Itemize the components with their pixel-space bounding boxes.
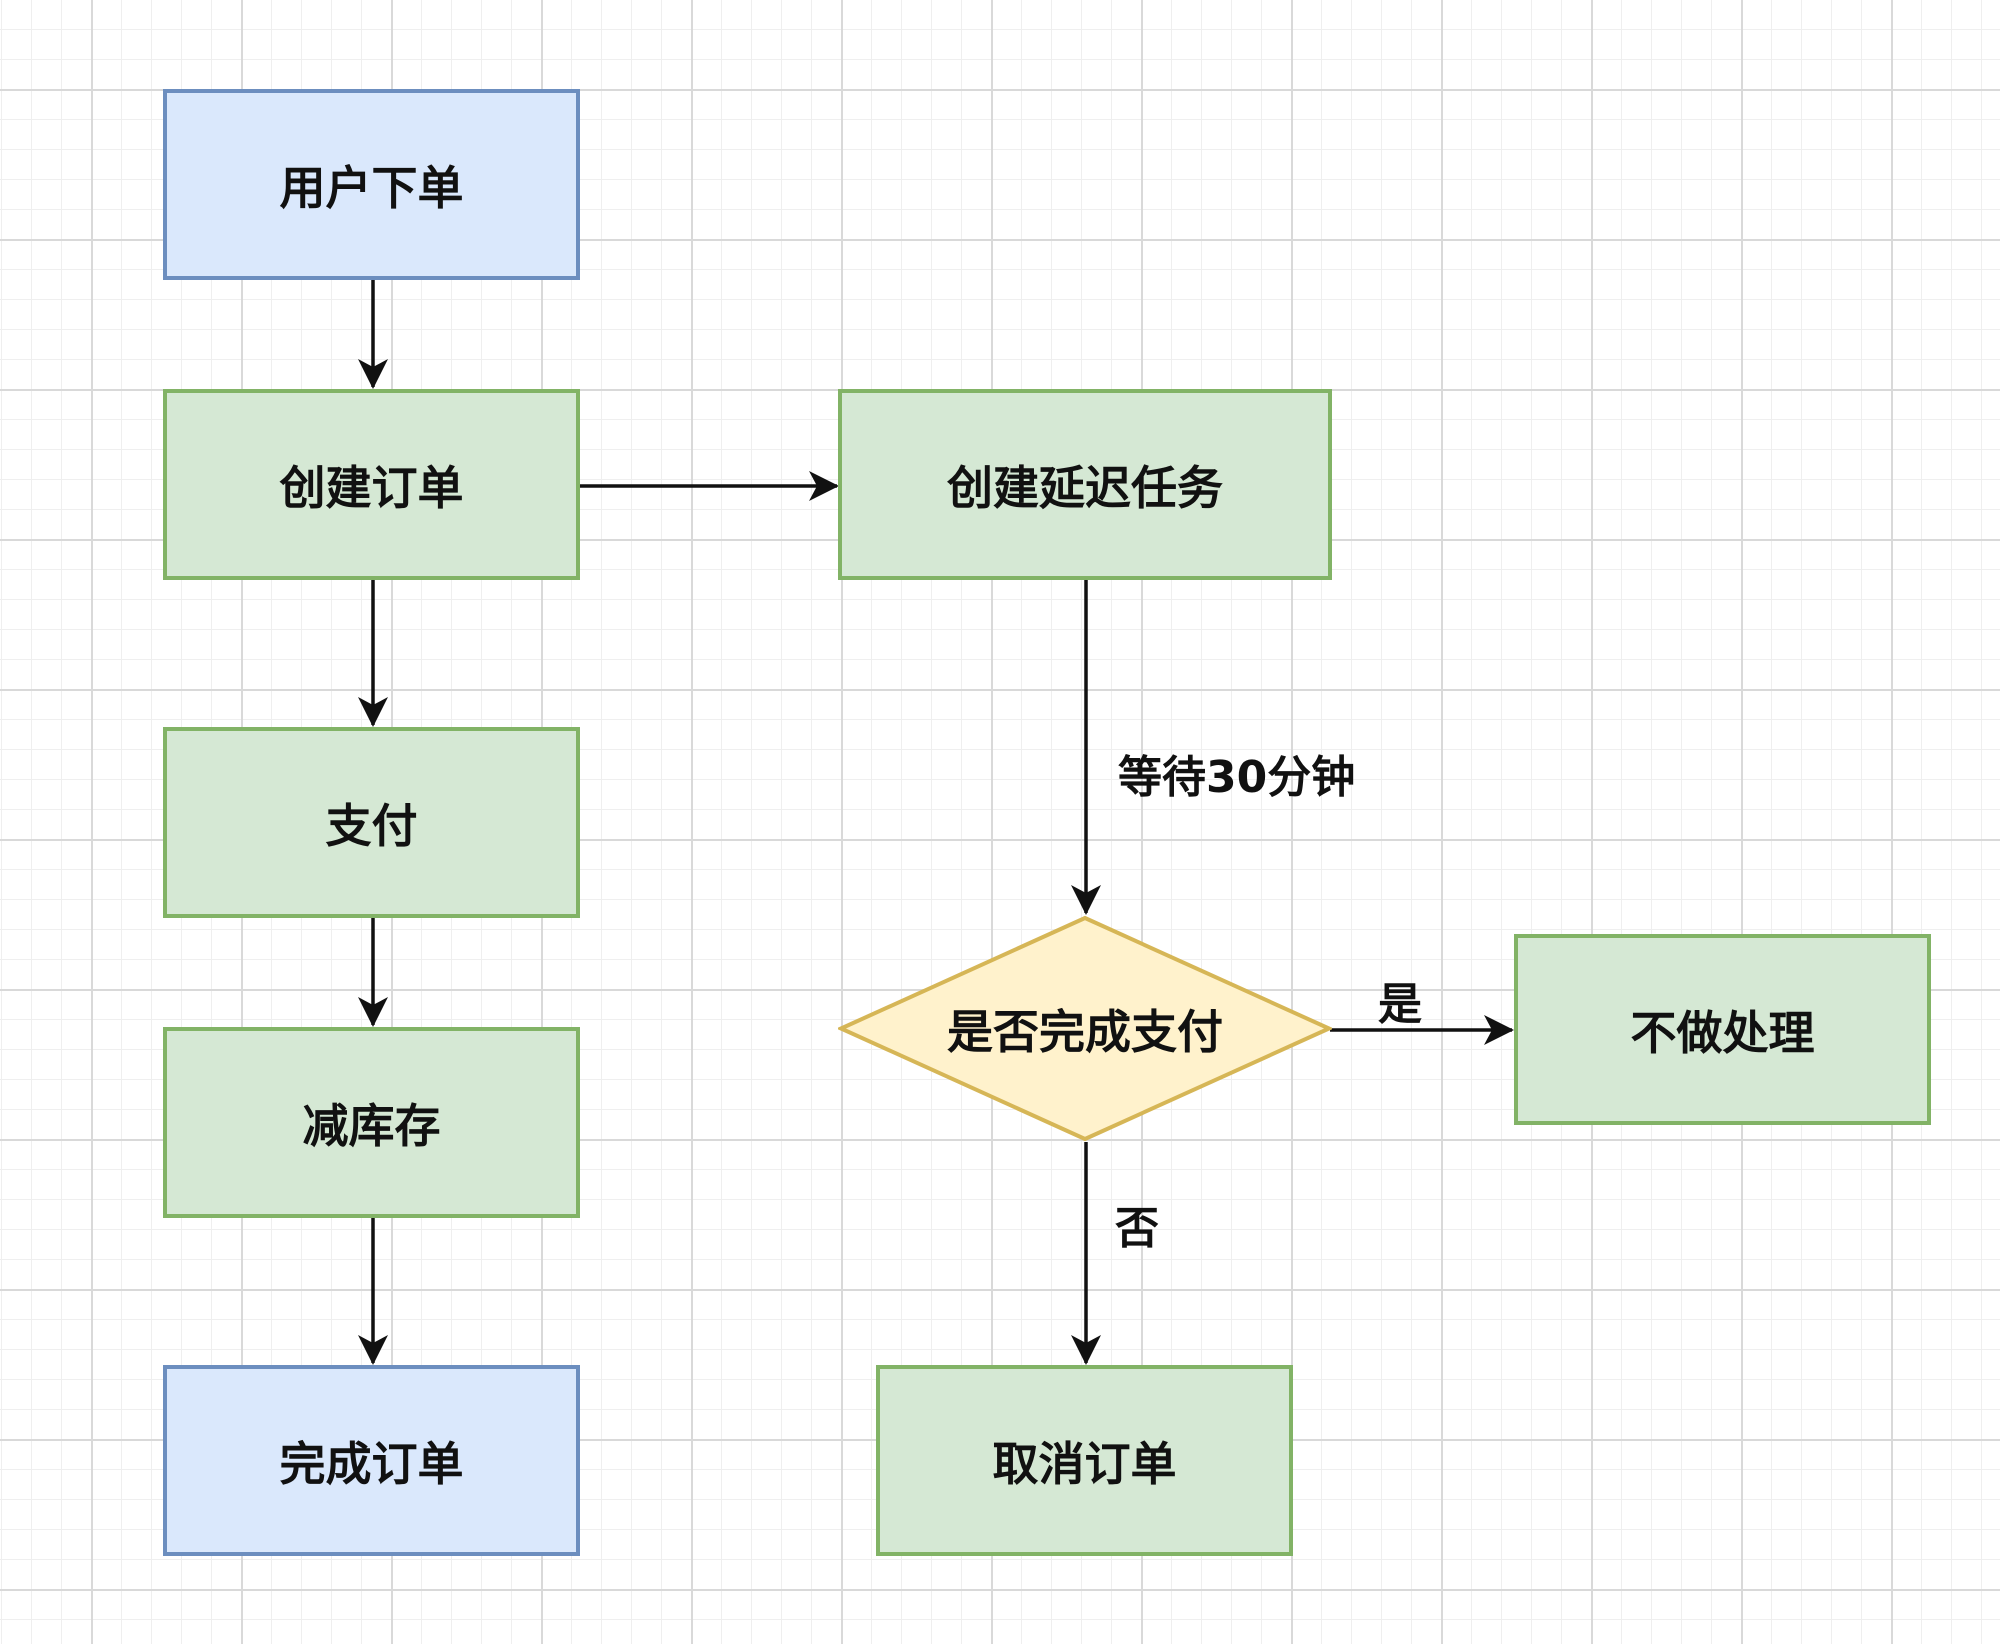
node-cancel-order-label: 取消订单: [992, 1436, 1177, 1491]
edge-label-wait-30-min: 等待30分钟: [1118, 752, 1356, 803]
node-pay[interactable]: 支付: [163, 727, 580, 918]
node-complete-order-label: 完成订单: [279, 1436, 464, 1491]
node-reduce-stock[interactable]: 减库存: [163, 1027, 580, 1218]
edge-label-yes: 是: [1378, 979, 1422, 1030]
node-reduce-stock-label: 减库存: [302, 1098, 441, 1153]
node-pay-label: 支付: [325, 798, 418, 853]
node-no-action[interactable]: 不做处理: [1514, 934, 1931, 1125]
node-user-order-label: 用户下单: [279, 160, 464, 215]
edge-label-no: 否: [1115, 1203, 1159, 1254]
node-create-delay-task[interactable]: 创建延迟任务: [838, 389, 1332, 580]
node-complete-order[interactable]: 完成订单: [163, 1365, 580, 1556]
decision-diamond-shape: [836, 915, 1334, 1142]
node-create-delay-task-label: 创建延迟任务: [947, 460, 1223, 515]
node-create-order-label: 创建订单: [279, 460, 464, 515]
node-user-order[interactable]: 用户下单: [163, 89, 580, 280]
node-no-action-label: 不做处理: [1630, 1005, 1815, 1060]
node-cancel-order[interactable]: 取消订单: [876, 1365, 1293, 1556]
node-create-order[interactable]: 创建订单: [163, 389, 580, 580]
node-is-paid-label: 是否完成支付: [947, 1004, 1223, 1059]
node-is-paid-decision[interactable]: 是否完成支付: [836, 915, 1334, 1142]
